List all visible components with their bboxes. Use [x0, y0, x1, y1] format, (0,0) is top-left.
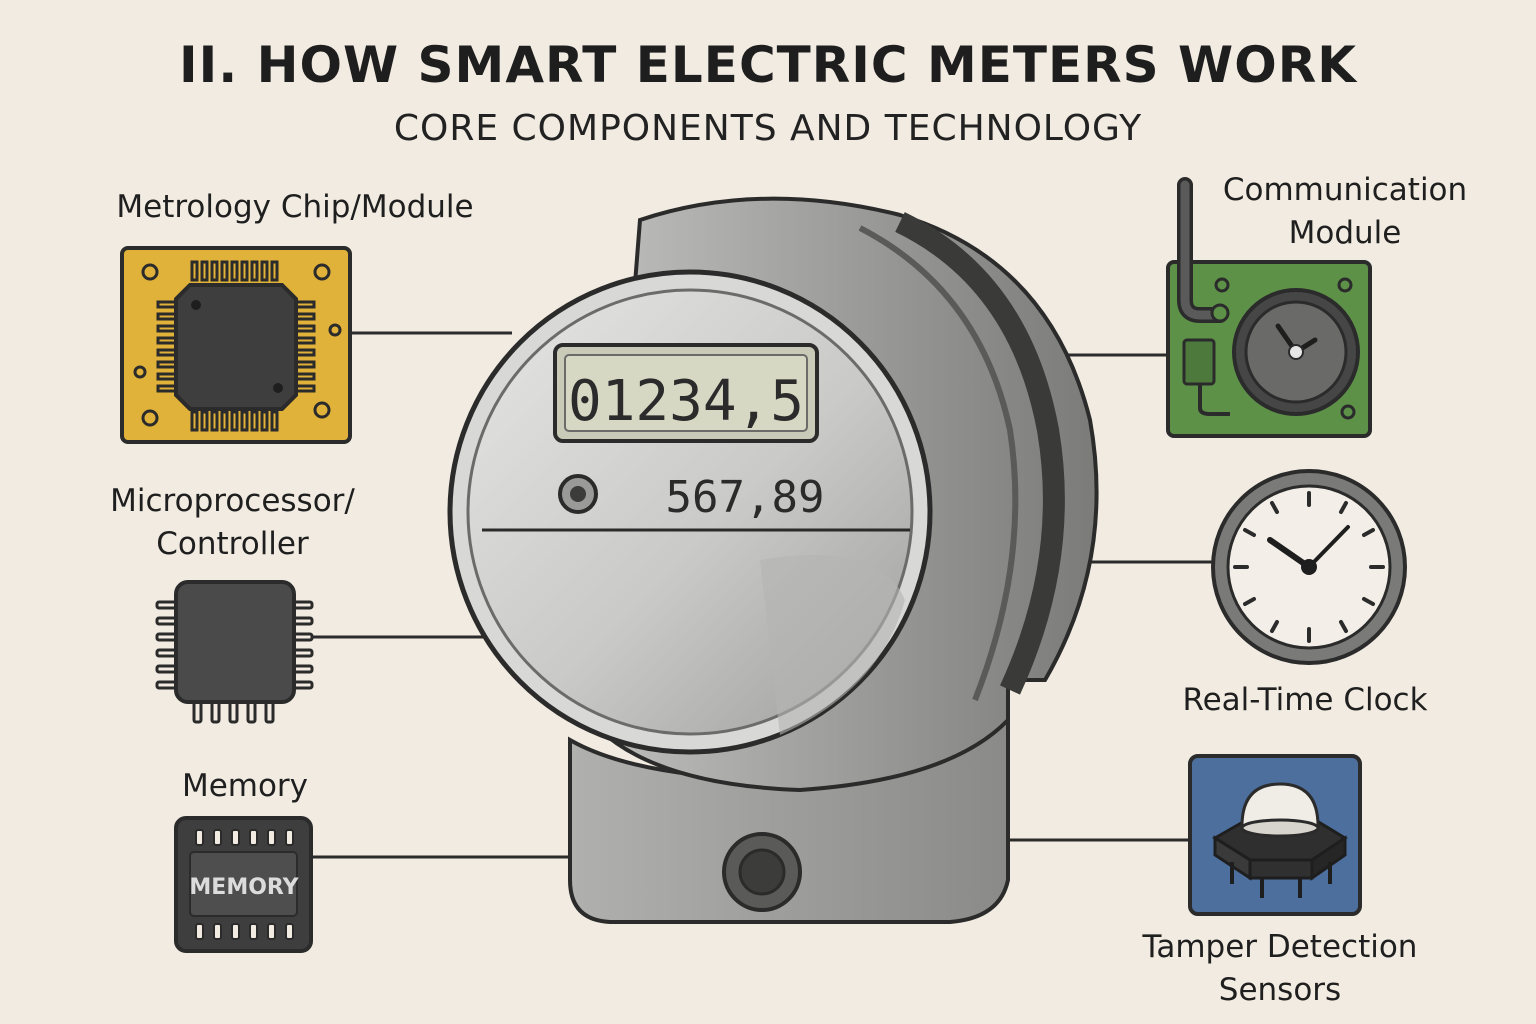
communication-module-icon [1166, 177, 1372, 438]
microprocessor-label: Microprocessor/ Controller [60, 480, 405, 566]
tamper-label-line2: Sensors [1218, 972, 1342, 1008]
microprocessor-label-line2: Controller [156, 526, 309, 562]
communication-label: Communication Module [1195, 169, 1495, 255]
memory-chip-text: MEMORY [189, 875, 299, 900]
metrology-label: Metrology Chip/Module [116, 189, 474, 225]
tamper-label-line1: Tamper Detection [1142, 929, 1418, 965]
page-title: II. HOW SMART ELECTRIC METERS WORK [179, 36, 1357, 94]
communication-label-line1: Communication [1222, 172, 1468, 208]
meter-face: 01234,5 567,89 [447, 269, 933, 755]
microprocessor-label-line1: Microprocessor/ [110, 483, 355, 519]
memory-icon: MEMORY [174, 816, 313, 953]
microprocessor-icon [155, 580, 314, 724]
memory-label: Memory [181, 768, 309, 804]
communication-label-line2: Module [1288, 215, 1402, 251]
secondary-reading: 567,89 [666, 472, 825, 523]
metrology-module-icon [120, 246, 352, 444]
tamper-label: Tamper Detection Sensors [1110, 926, 1450, 1012]
page-subtitle: CORE COMPONENTS AND TECHNOLOGY [393, 108, 1143, 149]
clock-icon [1211, 469, 1407, 665]
main-reading: 01234,5 [568, 369, 804, 434]
clock-label: Real-Time Clock [1182, 682, 1428, 718]
tamper-sensor-icon [1188, 754, 1362, 916]
